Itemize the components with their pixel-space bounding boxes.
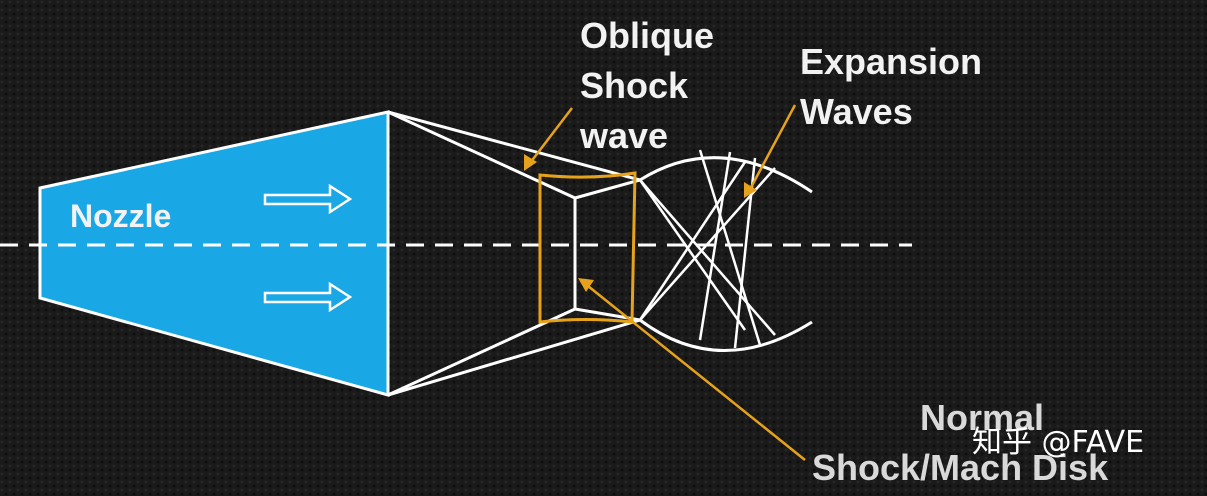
nozzle-label: Nozzle (70, 198, 171, 234)
oblique-label-line3: wave (579, 115, 668, 156)
annotation-arrows (526, 104, 806, 461)
oblique-label-line2: Shock (580, 65, 689, 106)
oblique-shock-lines (387, 110, 576, 397)
flow-arrow-icon (263, 183, 353, 215)
flow-arrow-icon (263, 281, 353, 313)
expansion-label-line1: Expansion (800, 41, 982, 82)
reflected-shock-lines (574, 178, 641, 322)
oblique-label-line1: Oblique (580, 15, 714, 56)
annotation-arrowheads (524, 154, 757, 292)
normal-label-line2: Shock/Mach Disk (812, 447, 1109, 488)
jet-boundary (387, 110, 641, 397)
diamond-cell (639, 156, 813, 352)
expansion-label-line2: Waves (800, 91, 913, 132)
normal-label-line1: Normal (920, 397, 1044, 438)
nozzle-shape (38, 110, 390, 397)
watermark: 知乎 @FAVE (972, 425, 1144, 460)
